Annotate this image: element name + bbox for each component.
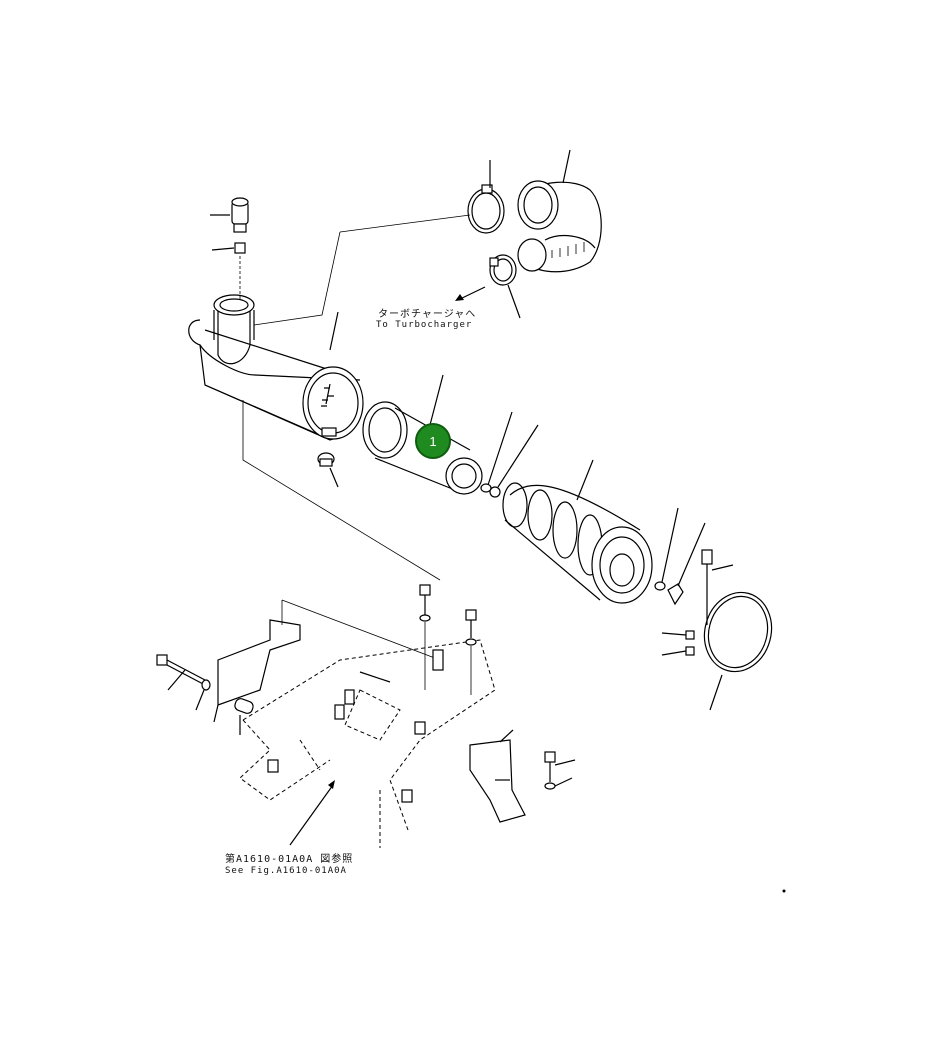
indicator-adapter [211, 242, 246, 300]
support-stay [469, 729, 526, 823]
figure-reference-en: See Fig.A1610-01A0A [225, 866, 347, 876]
air-cleaner-body [188, 294, 364, 441]
side-bracket-plate [217, 599, 441, 706]
assembly-leader-lines [242, 400, 441, 581]
stay-bolt [544, 751, 576, 790]
evacuator-valve [317, 452, 339, 488]
frame-bolt-b [465, 609, 477, 695]
hose-clamp-upper [467, 160, 505, 234]
hose-clamp-lower [489, 254, 521, 319]
bolt-washer-left [195, 679, 211, 711]
frame-bolt-a [419, 584, 444, 690]
dust-indicator [210, 197, 249, 233]
turbocharger-direction-arrow [455, 286, 486, 301]
band-nuts [661, 630, 695, 656]
spacer-collar [234, 698, 254, 735]
mounting-frame [239, 639, 496, 848]
cover-evac-valve [667, 522, 706, 606]
mounting-band [703, 591, 773, 711]
turbocharger-label-jp: ターボチャージャへ [378, 309, 477, 320]
part-marker-1[interactable]: 1 [415, 423, 451, 459]
turbocharger-label-en: To Turbocharger [376, 320, 473, 330]
stray-dot [782, 889, 786, 893]
bolt-washer-mid [213, 704, 219, 723]
safety-element [362, 374, 483, 495]
figure-reference-jp: 第A1610-01A0A 図参照 [225, 854, 354, 865]
washer-inner [489, 424, 539, 498]
wing-nut-inner [480, 411, 513, 493]
primary-element [502, 459, 653, 604]
band-bolt [701, 549, 734, 625]
cover-wing-nut [654, 507, 679, 591]
long-bolt [156, 654, 206, 691]
intake-connector-lines [253, 214, 471, 326]
intake-hose-elbow [517, 149, 602, 273]
